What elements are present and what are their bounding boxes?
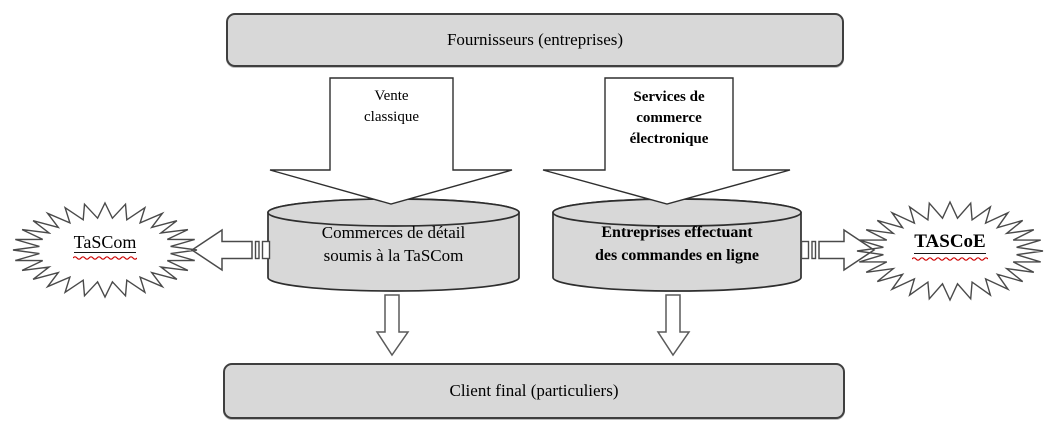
left-cylinder-shape bbox=[267, 198, 520, 292]
big-down-arrow-right-icon bbox=[542, 77, 791, 205]
right-cylinder-shape bbox=[552, 198, 802, 292]
small-down-arrow-right-icon bbox=[656, 294, 691, 357]
client-final-box: Client final (particuliers) bbox=[223, 363, 845, 419]
small-down-arrow-left-icon bbox=[375, 294, 410, 357]
striped-right-arrow-icon bbox=[800, 228, 876, 272]
starburst-right-shape bbox=[856, 200, 1044, 302]
starburst-left-shape bbox=[12, 201, 198, 299]
striped-left-arrow-icon bbox=[190, 228, 271, 272]
big-down-arrow-left-icon bbox=[269, 77, 513, 205]
fournisseurs-box-label: Fournisseurs (entreprises) bbox=[446, 30, 624, 49]
client-final-box-label: Client final (particuliers) bbox=[449, 381, 619, 400]
fournisseurs-box: Fournisseurs (entreprises) bbox=[226, 13, 844, 67]
